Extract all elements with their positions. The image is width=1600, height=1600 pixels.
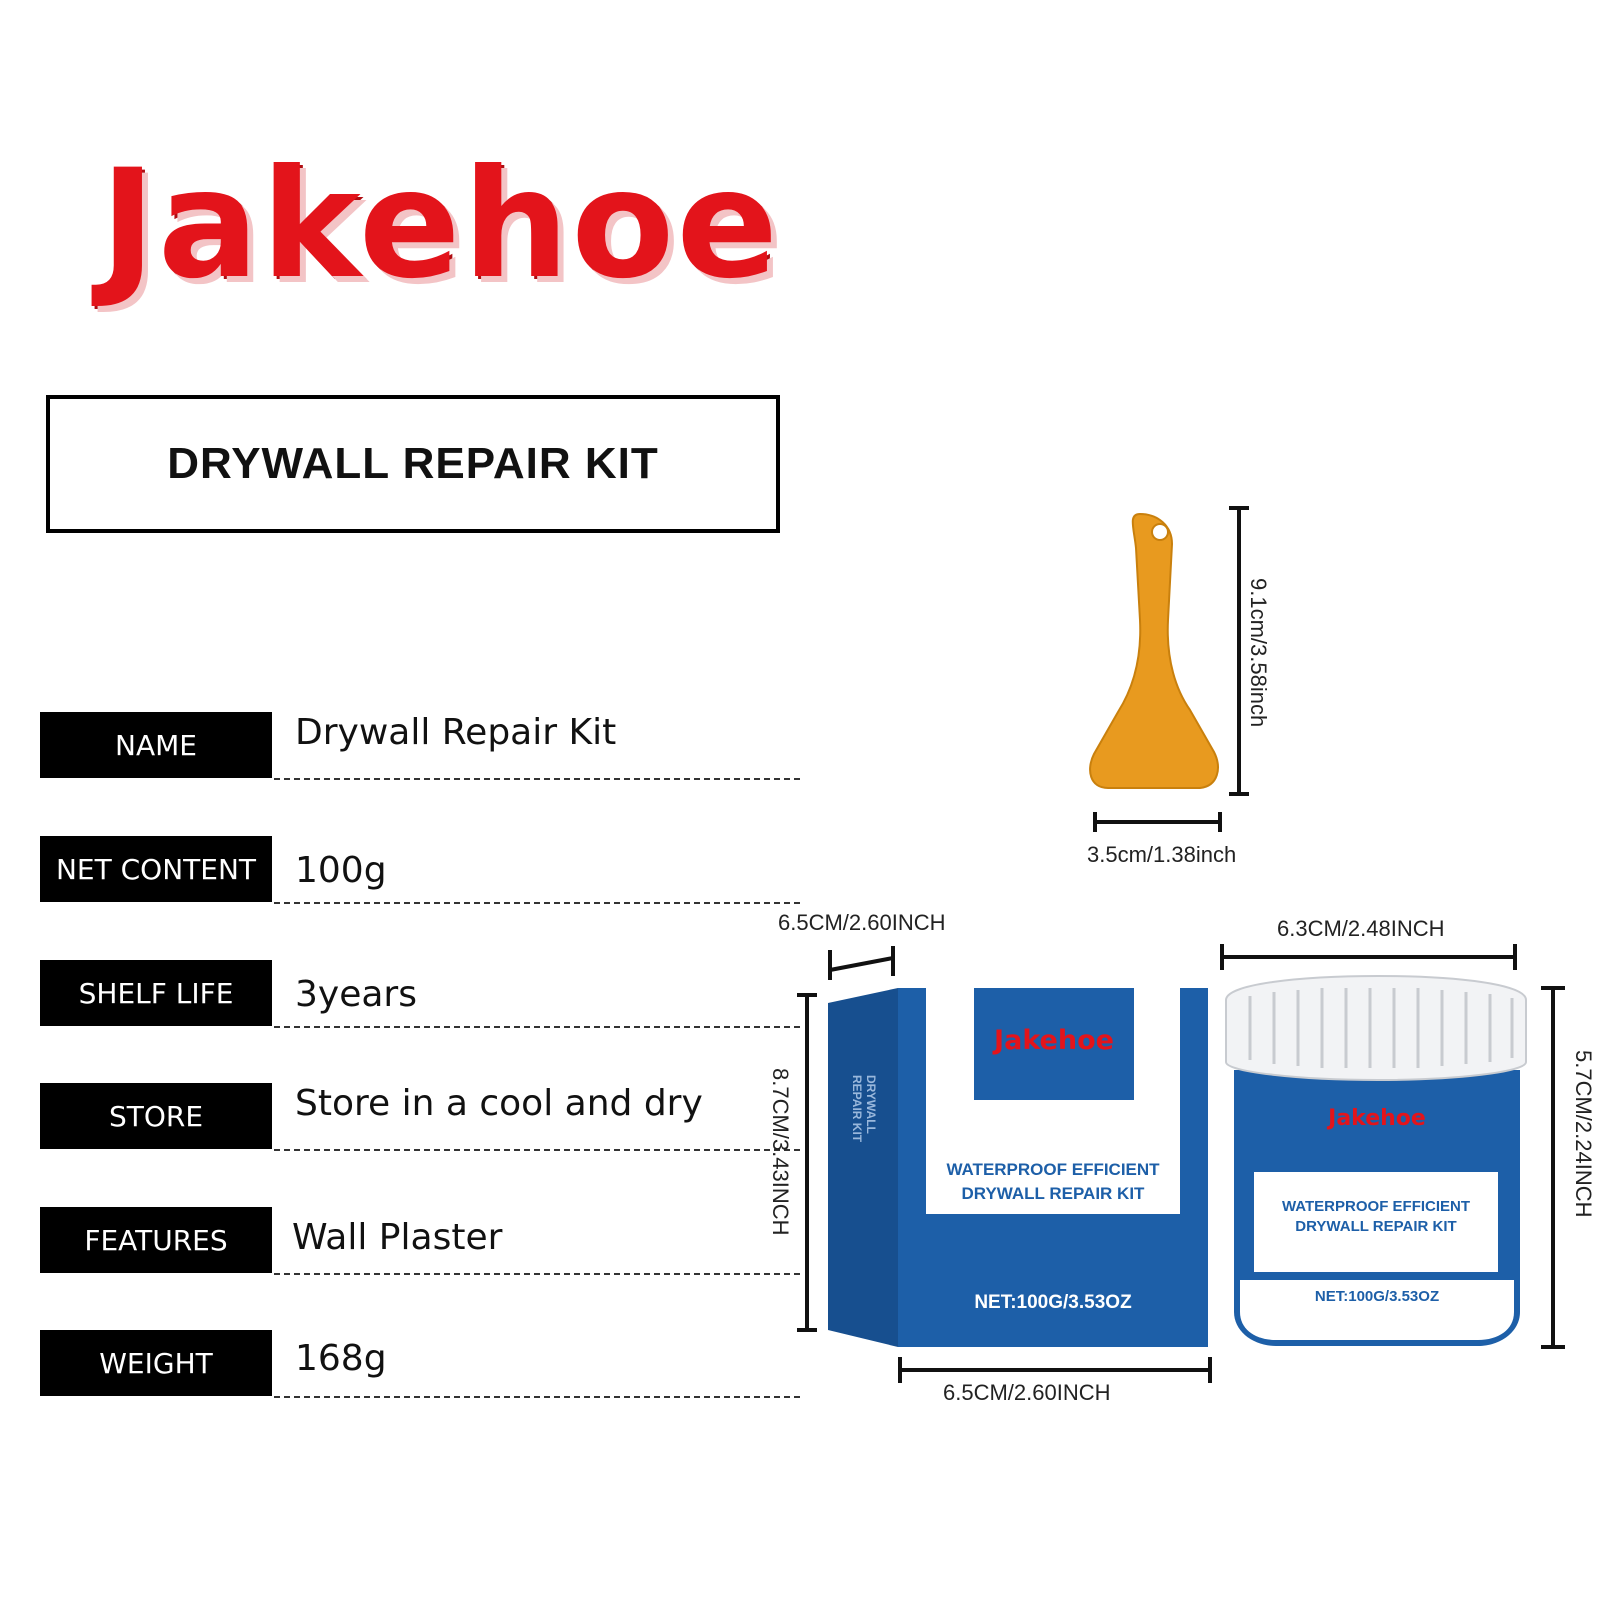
jar-net: NET:100G/3.53OZ [1314,1288,1440,1305]
jar-line2: DRYWALL REPAIR KIT [1295,1218,1457,1235]
scraper-width-label: 3.5cm/1.38inch [1087,842,1237,867]
spec-divider [274,1026,800,1028]
box-height-label: 8.7CM/3.43INCH [768,1068,793,1236]
product-title: DRYWALL REPAIR KIT [167,439,659,488]
spec-value: Store in a cool and dry [295,1083,703,1124]
product-title-box: DRYWALL REPAIR KIT [46,395,780,533]
spec-value: 100g [295,850,387,891]
box-side-text: DRYWALL REPAIR KIT [850,1075,878,1142]
box-width-measure [898,1357,1212,1383]
spec-divider [274,1149,800,1151]
spec-row-store: STORE Store in a cool and dry [40,1083,800,1153]
spec-value: 3years [295,974,417,1015]
jar-brand: Jakehoe [1328,1106,1426,1131]
spec-label: FEATURES [40,1207,272,1273]
spec-label: NET CONTENT [40,836,272,902]
box-height-measure [797,993,817,1332]
spec-divider [274,1396,800,1398]
spec-row-name: NAME Drywall Repair Kit [40,712,800,782]
spec-divider [274,778,800,780]
jar-line1: WATERPROOF EFFICIENT [1281,1198,1471,1215]
box-line1: WATERPROOF EFFICIENT [946,1160,1160,1179]
jar-image [1225,974,1527,1346]
spec-label: STORE [40,1083,272,1149]
box-line2: DRYWALL REPAIR KIT [961,1184,1145,1203]
scraper-width-measure [1093,812,1222,832]
brand-logo: Jakehoe [100,138,781,312]
spec-row-shelf-life: SHELF LIFE 3years [40,960,800,1030]
box-image [828,988,1208,1347]
scraper-height-label: 9.1cm/3.58inch [1246,578,1271,728]
box-brand: Jakehoe [994,1025,1114,1056]
spec-divider [274,1273,800,1275]
spec-label: WEIGHT [40,1330,272,1396]
jar-width-measure [1220,944,1517,970]
jar-height-label: 5.7CM/2.24INCH [1571,1050,1596,1218]
scraper-height-measure [1229,506,1249,796]
box-side-text-2: REPAIR KIT [850,1075,864,1143]
box-depth-label: 6.5CM/2.60INCH [778,910,946,935]
spec-value: 168g [295,1338,387,1379]
spec-row-net-content: NET CONTENT 100g [40,836,800,906]
spec-divider [274,902,800,904]
spec-label: NAME [40,712,272,778]
box-side-text-1: DRYWALL [864,1075,878,1134]
spec-row-features: FEATURES Wall Plaster [40,1207,800,1277]
spec-value: Drywall Repair Kit [295,712,617,753]
spec-value: Wall Plaster [292,1217,503,1258]
spec-row-weight: WEIGHT 168g [40,1330,800,1400]
jar-height-measure [1541,986,1565,1349]
box-width-label: 6.5CM/2.60INCH [943,1380,1111,1405]
scraper-image [1089,512,1219,789]
jar-width-label: 6.3CM/2.48INCH [1277,916,1445,941]
box-net: NET:100G/3.53OZ [974,1292,1132,1313]
box-depth-measure [828,946,895,980]
spec-label: SHELF LIFE [40,960,272,1026]
